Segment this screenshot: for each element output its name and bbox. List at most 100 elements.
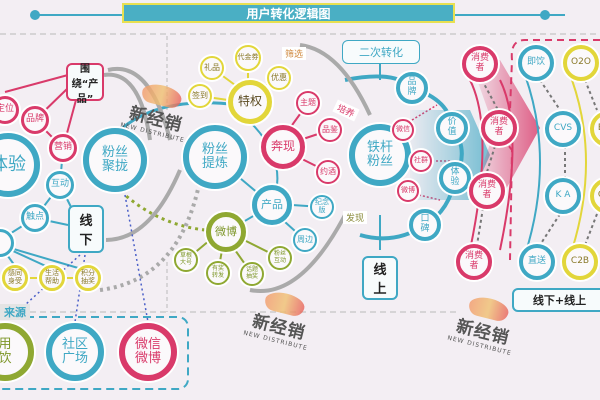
node-label: 品牌 bbox=[25, 114, 44, 125]
source-label-text: 来源 bbox=[4, 306, 26, 319]
node-empathy: 感同身受 bbox=[2, 265, 28, 291]
offline-online-box: 线下+线上 bbox=[512, 288, 600, 312]
node-meetup: 奔现 bbox=[261, 125, 305, 169]
node-label: 生活帮助 bbox=[45, 269, 59, 285]
node-label: 微博 bbox=[401, 186, 415, 195]
node-label: 互动 bbox=[50, 179, 69, 190]
node-label: 微信 bbox=[396, 125, 410, 134]
node-drink-date: 约酒 bbox=[316, 160, 340, 184]
node-brand: 品牌 bbox=[21, 106, 49, 134]
chain-value: 价值 bbox=[436, 112, 468, 144]
node-label: 品牌 bbox=[407, 77, 417, 97]
consumer-node: 消费者 bbox=[462, 46, 498, 82]
node-label: 品鉴 bbox=[322, 124, 338, 134]
node-label: 消费者 bbox=[477, 180, 496, 200]
node-label: 营销 bbox=[53, 142, 72, 153]
node-label: 体验 bbox=[450, 167, 460, 187]
node-fan-interaction: 粉丝互动 bbox=[268, 246, 292, 270]
node-label: 有奖转发 bbox=[211, 265, 224, 279]
source-community: 社区广场 bbox=[46, 323, 104, 381]
channel-wechat: 微信 bbox=[392, 119, 414, 141]
node-label: 特权 bbox=[237, 94, 262, 109]
node-label: 微博 bbox=[215, 224, 237, 238]
node-label: 口碑 bbox=[420, 214, 430, 234]
node-label: 体验 bbox=[0, 154, 26, 176]
node-label: 触点 bbox=[25, 212, 44, 223]
node-points-draw: 积分抽奖 bbox=[75, 265, 101, 291]
node-label: 周边 bbox=[297, 234, 313, 244]
node-fan-refine: 粉丝提炼 bbox=[183, 125, 247, 189]
node-label: 积分抽奖 bbox=[81, 269, 95, 285]
consumer-node: 消费者 bbox=[456, 244, 492, 280]
node-label: 铁杆粉丝 bbox=[366, 139, 393, 169]
node-fan-gather: 粉丝聚拢 bbox=[83, 128, 147, 192]
node-label: 社区广场 bbox=[61, 336, 88, 366]
chain-reputation: 口碑 bbox=[409, 209, 441, 241]
node-label: 定位 bbox=[0, 104, 14, 115]
node-label: 代金券 bbox=[237, 53, 259, 62]
source-label: 来源 bbox=[0, 304, 30, 320]
node-label: 优惠 bbox=[271, 72, 287, 82]
node-label: 消费者 bbox=[489, 117, 508, 137]
title-banner: 用户转化逻辑图 bbox=[122, 3, 455, 23]
node-label: 社群 bbox=[414, 156, 428, 165]
node-privilege: 特权 bbox=[228, 80, 272, 124]
node-interaction: 互动 bbox=[46, 171, 74, 199]
node-positioning: 定位 bbox=[0, 96, 19, 124]
node-marketing: 营销 bbox=[49, 134, 77, 162]
node-label: 价值 bbox=[447, 117, 457, 137]
online-label: 线上 bbox=[373, 263, 387, 297]
node-label: 纪念版 bbox=[315, 198, 329, 214]
node-checkin: 签到 bbox=[188, 84, 212, 108]
node-commemorative: 纪念版 bbox=[310, 195, 334, 219]
node-label: 主题 bbox=[300, 97, 316, 107]
node-label: 签到 bbox=[192, 90, 208, 100]
chain-brand: 品牌 bbox=[396, 72, 428, 104]
offline-label: 线下 bbox=[79, 214, 93, 248]
node-label: 话题抽奖 bbox=[245, 266, 258, 280]
node-label: 礼品 bbox=[204, 62, 220, 72]
node-label: 奔现 bbox=[270, 139, 295, 154]
node-label: 产品 bbox=[261, 197, 283, 211]
node-label: K A bbox=[555, 190, 571, 201]
node-label: O2O bbox=[571, 57, 591, 68]
channel-weibo: 微博 bbox=[397, 180, 419, 202]
around-product-box: 围绕“产品” bbox=[66, 63, 104, 105]
node-label: 消费者 bbox=[464, 251, 483, 271]
node-tasting: 品鉴 bbox=[318, 118, 342, 142]
channel-community: 社群 bbox=[410, 150, 432, 172]
node-label: C bbox=[598, 190, 600, 201]
consumer-node: 消费者 bbox=[469, 173, 505, 209]
node-grassroots: 草根大号 bbox=[174, 248, 198, 272]
offline-box: 线下 bbox=[68, 205, 104, 253]
source-wechat-weibo: 微信微博 bbox=[119, 323, 177, 381]
node-label: 用饮 bbox=[0, 336, 12, 366]
secondary-conversion-box: 二次转化 bbox=[342, 40, 420, 64]
consumer-node: 消费者 bbox=[481, 110, 517, 146]
secondary-label: 二次转化 bbox=[359, 46, 403, 59]
node-touchpoint: 触点 bbox=[21, 204, 49, 232]
node-hardcore-fans: 铁杆粉丝 bbox=[349, 124, 411, 186]
outlet-cvs: CVS bbox=[545, 111, 581, 147]
outlet-ready-drink: 即饮 bbox=[518, 45, 554, 81]
discover-label: 发现 bbox=[343, 211, 368, 224]
node-label: 粉丝互动 bbox=[273, 250, 286, 264]
outlet-direct: 直送 bbox=[519, 244, 555, 280]
outlet-c2b: C2B bbox=[562, 244, 598, 280]
node-gift: 礼品 bbox=[200, 56, 224, 80]
node-weibo: 微博 bbox=[206, 212, 246, 252]
node-label: 即饮 bbox=[526, 57, 545, 68]
node-label: 微信微博 bbox=[134, 336, 161, 366]
combined-label: 线下+线上 bbox=[532, 294, 587, 307]
node-label: C2B bbox=[570, 256, 590, 267]
node-label: 感同身受 bbox=[8, 269, 22, 285]
node-label: 消费者 bbox=[470, 53, 489, 73]
diagram-title: 用户转化逻辑图 bbox=[246, 6, 331, 21]
node-product: 产品 bbox=[252, 185, 292, 225]
node-label: 约酒 bbox=[320, 166, 336, 176]
outlet-o2o: O2O bbox=[563, 45, 599, 81]
outlet-ka: K A bbox=[545, 178, 581, 214]
node-life-help: 生活帮助 bbox=[39, 265, 65, 291]
node-voucher: 代金券 bbox=[235, 45, 261, 71]
online-box: 线上 bbox=[362, 256, 398, 300]
